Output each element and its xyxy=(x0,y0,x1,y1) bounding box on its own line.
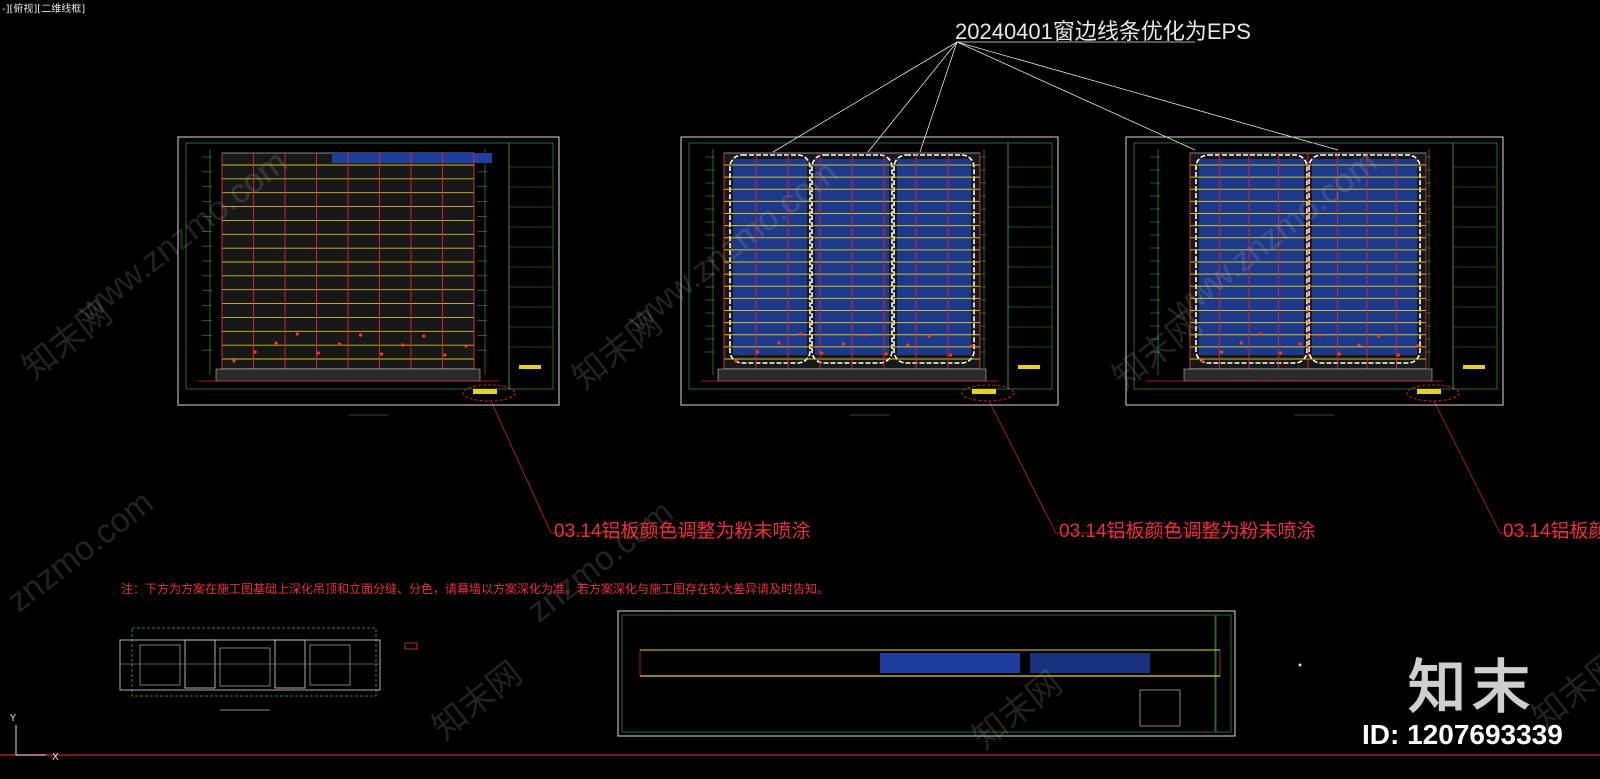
image-id-label: ID: 1207693339 xyxy=(1362,719,1563,750)
elevation-sheet-1[interactable] xyxy=(177,136,560,416)
red-leader-lines xyxy=(490,400,1600,534)
eps-annotation[interactable]: 20240401窗边线条优化为EPS xyxy=(955,19,1251,44)
general-note[interactable]: 注：下方为方案在施工图基础上深化吊顶和立面分缝、分色，请幕墙以方案深化为准。若方… xyxy=(121,582,830,596)
floor-plan-drawing[interactable] xyxy=(119,627,418,711)
aluminium-color-note[interactable]: 03.14铝板颜色调整为粉末喷涂 xyxy=(554,521,811,542)
long-elevation-sheet[interactable] xyxy=(617,610,1236,737)
aluminium-color-note[interactable]: 03.14铝板颜色调整为粉末喷涂 xyxy=(1059,521,1316,542)
elevation-sheet-2[interactable] xyxy=(680,136,1059,416)
aluminium-color-note-clipped[interactable]: 03.14铝板颜 xyxy=(1503,521,1600,542)
elevation-sheets xyxy=(177,136,1504,416)
ucs-x-label: X xyxy=(52,752,59,763)
eps-leader-lines xyxy=(772,41,1339,153)
viewport-label[interactable]: -][俯视][二维线框] xyxy=(2,4,86,15)
ucs-icon xyxy=(15,725,46,756)
brand-logo: 知末 xyxy=(1408,653,1537,721)
elevation-sheet-3[interactable] xyxy=(1125,136,1504,416)
ucs-y-label: Y xyxy=(10,713,17,724)
